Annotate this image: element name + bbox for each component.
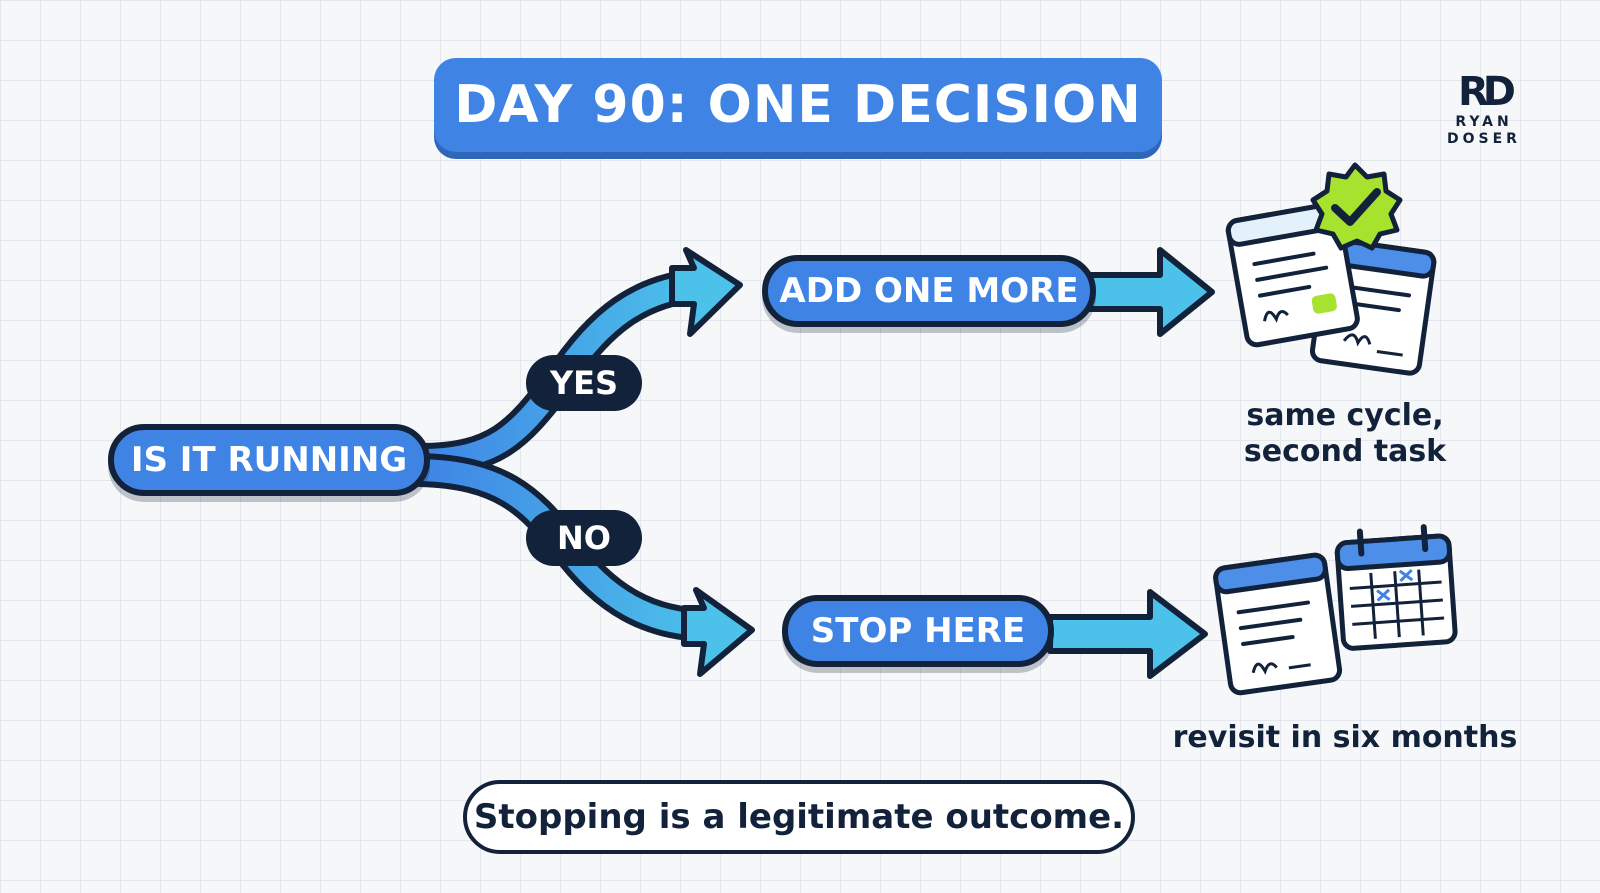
- footer-note: Stopping is a legitimate outcome.: [463, 780, 1135, 854]
- title-banner: DAY 90: ONE DECISION: [434, 58, 1162, 152]
- no-branch-arrow: [403, 453, 755, 677]
- page-title: DAY 90: ONE DECISION: [454, 75, 1142, 135]
- no-caption: revisit in six months: [1172, 720, 1518, 755]
- node-is-it-running: IS IT RUNNING: [108, 424, 430, 496]
- yes-caption-line-2: second task: [1243, 434, 1447, 469]
- node-add-one-more: ADD ONE MORE: [762, 255, 1096, 327]
- badge-yes: YES: [526, 355, 642, 411]
- documents-with-checkmark-icon: [1225, 162, 1437, 376]
- logo-monogram: RD: [1457, 69, 1516, 115]
- no-result-arrow: [1047, 589, 1208, 679]
- logo-line-1: RYAN: [1455, 114, 1513, 130]
- document-and-calendar-icon: [1213, 524, 1458, 696]
- yes-caption-line-1: same cycle,: [1246, 398, 1444, 433]
- logo-line-2: DOSER: [1447, 131, 1521, 147]
- yes-caption: same cycle, second task: [1200, 398, 1490, 470]
- badge-no: NO: [526, 510, 642, 566]
- brand-logo: RD RYAN DOSER: [1444, 70, 1524, 148]
- yes-result-arrow: [1087, 247, 1215, 337]
- node-stop-here: STOP HERE: [782, 595, 1054, 667]
